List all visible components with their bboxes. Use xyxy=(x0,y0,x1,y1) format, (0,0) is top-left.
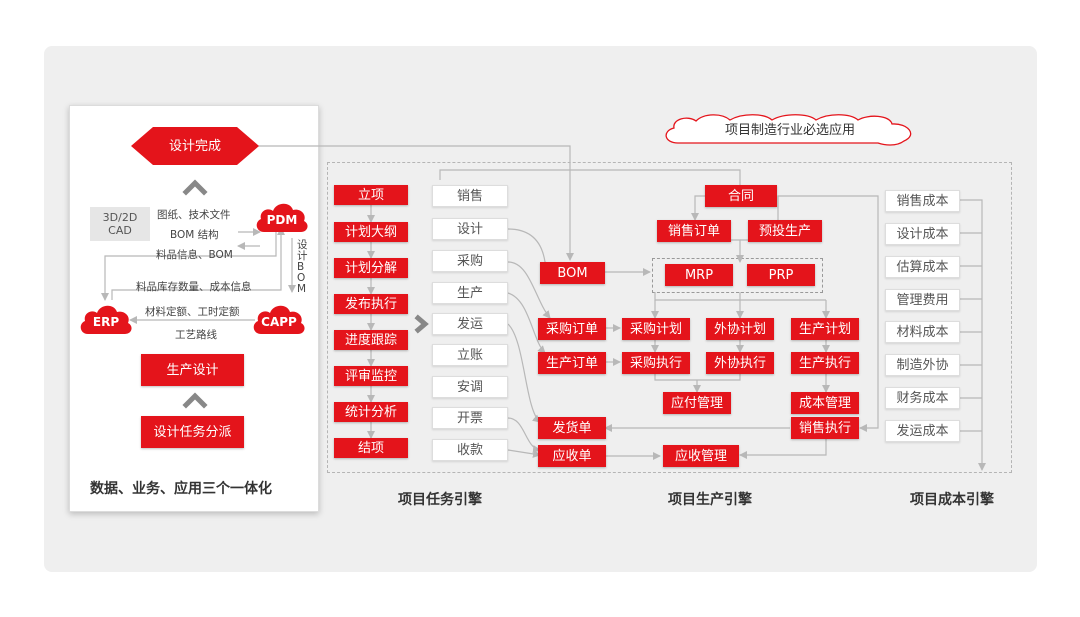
task-item: 生产 xyxy=(432,282,508,304)
task-item: 立账 xyxy=(432,344,508,366)
task-item: 发运 xyxy=(432,313,508,335)
cost-item: 财务成本 xyxy=(885,387,960,409)
engine-dotted-frame xyxy=(327,162,1012,473)
capp-cloud-icon xyxy=(253,305,305,334)
outsource-plan-box: 外协计划 xyxy=(706,318,774,340)
quota-label: 材料定额、工时定额 xyxy=(145,306,240,318)
design-bom-label: 设计 BOM xyxy=(297,239,308,295)
left-caption: 数据、业务、应用三个一体化 xyxy=(90,481,272,497)
outsource-exec-box: 外协执行 xyxy=(706,352,774,374)
task-item: 采购 xyxy=(432,250,508,272)
cost-item: 材料成本 xyxy=(885,321,960,343)
drawings-label: 图纸、技术文件 xyxy=(157,209,231,221)
erp-label: ERP xyxy=(92,315,120,329)
task-item: 销售 xyxy=(432,185,508,207)
task-engine-title: 项目任务引擎 xyxy=(398,492,482,508)
mrp-box: MRP xyxy=(665,264,733,286)
cost-item: 估算成本 xyxy=(885,256,960,278)
purchase-exec-box: 采购执行 xyxy=(622,352,690,374)
pdm-cloud-icon xyxy=(256,203,308,232)
bom-struct-label: BOM 结构 xyxy=(170,229,219,241)
stock-info-label: 料品库存数量、成本信息 xyxy=(136,281,252,293)
sales-exec-box: 销售执行 xyxy=(791,417,859,439)
production-exec-box: 生产执行 xyxy=(791,352,859,374)
task-item: 设计 xyxy=(432,218,508,240)
task-item: 开票 xyxy=(432,407,508,429)
receivable-note-box: 应收单 xyxy=(538,445,606,467)
prp-box: PRP xyxy=(747,264,815,286)
task-step: 统计分析 xyxy=(334,402,408,422)
bom-box: BOM xyxy=(540,262,605,284)
pre-production-box: 预投生产 xyxy=(748,220,822,242)
cost-item: 设计成本 xyxy=(885,223,960,245)
capp-label: CAPP xyxy=(261,315,297,329)
delivery-note-box: 发货单 xyxy=(538,417,606,439)
task-step: 计划分解 xyxy=(334,258,408,278)
payable-box: 应付管理 xyxy=(663,392,731,414)
erp-cloud-icon xyxy=(80,305,132,334)
cost-item: 销售成本 xyxy=(885,190,960,212)
material-info-label: 料品信息、BOM xyxy=(156,249,233,261)
sales-order-box: 销售订单 xyxy=(657,220,731,242)
cost-engine-title: 项目成本引擎 xyxy=(910,492,994,508)
route-label: 工艺路线 xyxy=(175,329,217,341)
design-done-label: 设计完成 xyxy=(168,138,221,154)
task-step: 结项 xyxy=(334,438,408,458)
cost-item: 制造外协 xyxy=(885,354,960,376)
task-step: 发布执行 xyxy=(334,294,408,314)
task-step: 立项 xyxy=(334,185,408,205)
callout-cloud-icon xyxy=(665,114,912,146)
receivable-mgmt-box: 应收管理 xyxy=(663,445,739,467)
callout-label: 项目制造行业必选应用 xyxy=(724,122,855,138)
cost-item: 管理费用 xyxy=(885,289,960,311)
production-order-box: 生产订单 xyxy=(538,352,606,374)
cost-item: 发运成本 xyxy=(885,420,960,442)
production-engine-title: 项目生产引擎 xyxy=(668,492,752,508)
task-step: 进度跟踪 xyxy=(334,330,408,350)
task-dispatch-box: 设计任务分派 xyxy=(141,416,244,448)
purchase-plan-box: 采购计划 xyxy=(622,318,690,340)
task-item: 收款 xyxy=(432,439,508,461)
contract-box: 合同 xyxy=(705,185,777,207)
task-step: 计划大纲 xyxy=(334,222,408,242)
cost-mgmt-box: 成本管理 xyxy=(791,392,859,414)
task-step: 评审监控 xyxy=(334,366,408,386)
production-plan-box: 生产计划 xyxy=(791,318,859,340)
design-done-diamond xyxy=(131,127,259,165)
production-design-box: 生产设计 xyxy=(141,354,244,386)
pdm-label: PDM xyxy=(266,213,298,227)
task-item: 安调 xyxy=(432,376,508,398)
purchase-order-box: 采购订单 xyxy=(538,318,606,340)
cad-box: 3D/2D CAD xyxy=(90,207,150,241)
